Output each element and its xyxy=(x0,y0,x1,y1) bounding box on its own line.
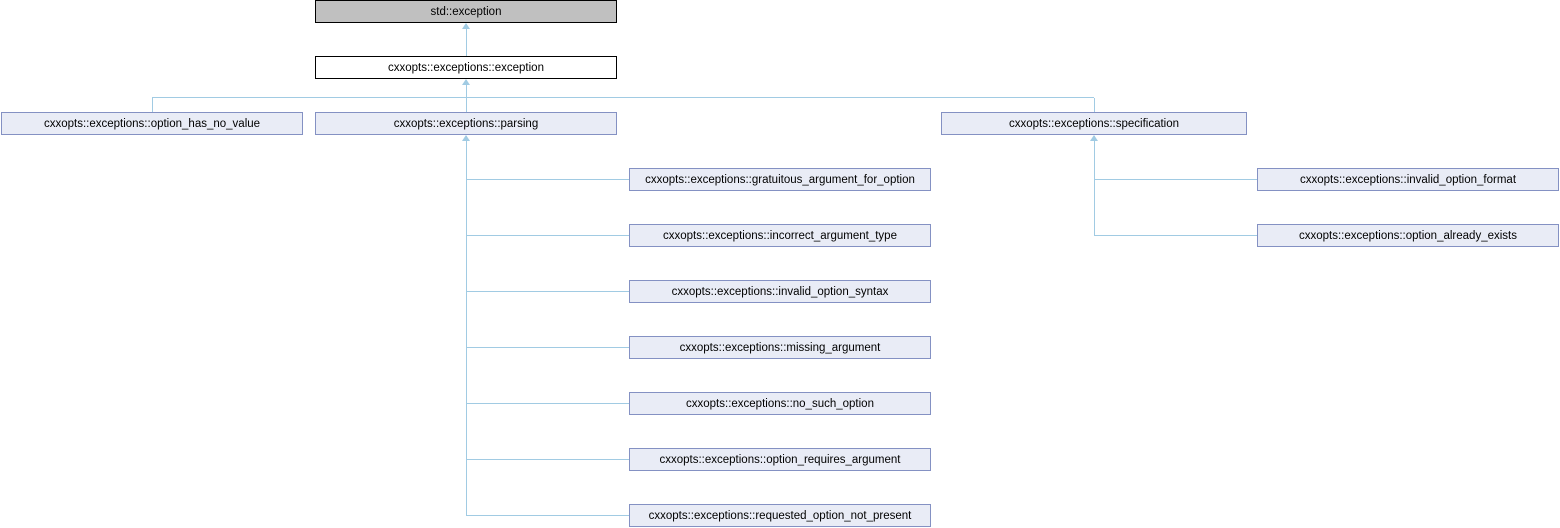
edge-branch-invalid-option-format xyxy=(1095,179,1257,180)
inheritance-arrow-icon xyxy=(462,135,470,141)
edge-branch-no-such-option xyxy=(467,403,629,404)
edge-branch-option-already-exists xyxy=(1095,235,1257,236)
class-node-specification[interactable]: cxxopts::exceptions::specification xyxy=(941,112,1247,135)
edge-drop-specification xyxy=(1094,98,1095,112)
edge-branch-incorrect-argument-type xyxy=(467,235,629,236)
class-node-option-already-exists[interactable]: cxxopts::exceptions::option_already_exis… xyxy=(1257,224,1559,247)
class-node-exception[interactable]: cxxopts::exceptions::exception xyxy=(315,56,617,79)
edge-drop-option-has-no-value xyxy=(152,98,153,112)
class-node-no-such-option[interactable]: cxxopts::exceptions::no_such_option xyxy=(629,392,931,415)
class-node-parsing[interactable]: cxxopts::exceptions::parsing xyxy=(315,112,617,135)
inheritance-arrow-icon xyxy=(462,79,470,85)
edge-branch-missing-argument xyxy=(467,347,629,348)
class-node-missing-argument[interactable]: cxxopts::exceptions::missing_argument xyxy=(629,336,931,359)
class-node-incorrect-argument-type[interactable]: cxxopts::exceptions::incorrect_argument_… xyxy=(629,224,931,247)
edge-spine-specification-children xyxy=(1094,136,1095,236)
edge-branch-option-requires-argument xyxy=(467,459,629,460)
class-node-requested-option-not-present[interactable]: cxxopts::exceptions::requested_option_no… xyxy=(629,504,931,527)
edge-branch-invalid-option-syntax xyxy=(467,291,629,292)
inheritance-arrow-icon xyxy=(1090,135,1098,141)
edge-branch-gratuitous-argument-for-option xyxy=(467,179,629,180)
edge-spine-parsing-children xyxy=(466,136,467,516)
edge-riser-to-exception xyxy=(466,80,467,112)
edge-exception-to-std-exception xyxy=(466,24,467,56)
edge-trunk-level2 xyxy=(152,97,1094,98)
class-node-invalid-option-syntax[interactable]: cxxopts::exceptions::invalid_option_synt… xyxy=(629,280,931,303)
class-node-std-exception[interactable]: std::exception xyxy=(315,0,617,23)
class-node-option-has-no-value[interactable]: cxxopts::exceptions::option_has_no_value xyxy=(1,112,303,135)
class-node-invalid-option-format[interactable]: cxxopts::exceptions::invalid_option_form… xyxy=(1257,168,1559,191)
class-node-gratuitous-argument-for-option[interactable]: cxxopts::exceptions::gratuitous_argument… xyxy=(629,168,931,191)
class-node-option-requires-argument[interactable]: cxxopts::exceptions::option_requires_arg… xyxy=(629,448,931,471)
inheritance-arrow-icon xyxy=(462,23,470,29)
edge-branch-requested-option-not-present xyxy=(467,515,629,516)
